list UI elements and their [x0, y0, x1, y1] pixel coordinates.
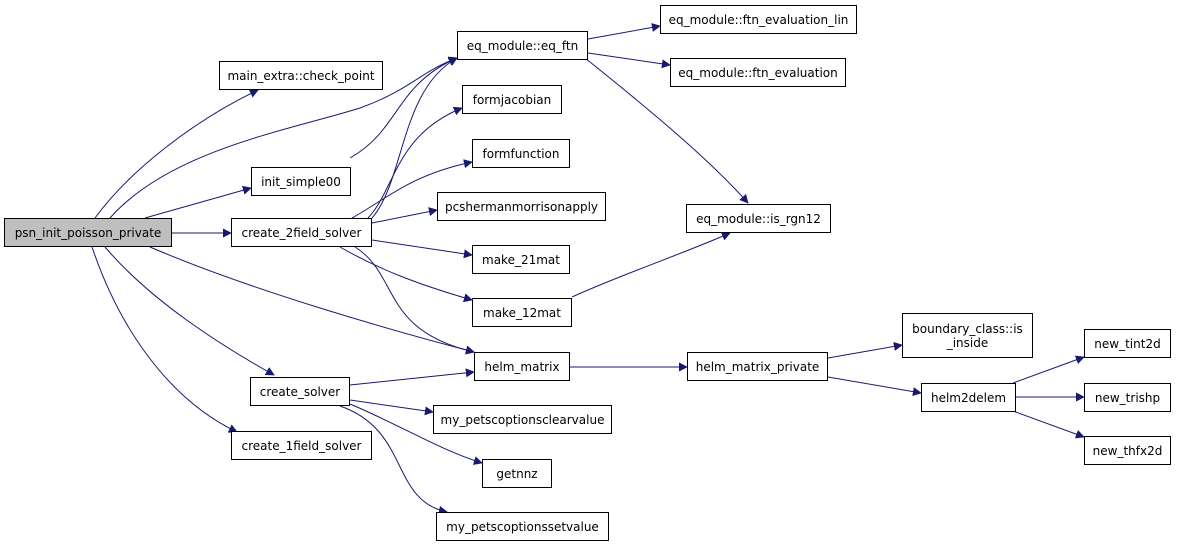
edge-2field-to-make-21mat: [371, 239, 473, 259]
node-pcshermanmorrisonapply[interactable]: pcshermanmorrisonapply: [437, 192, 606, 221]
node-ftn-evaluation[interactable]: eq_module::ftn_evaluation: [670, 58, 846, 87]
node-label: pcshermanmorrisonapply: [444, 199, 599, 214]
edge-helm2delem-to-tint2d: [1012, 355, 1085, 384]
edge-create-solver-to-setvalue: [339, 405, 448, 515]
edge-init-simple00-to-eq-ftn: [349, 57, 458, 159]
edge-eq-ftn-to-ftn-evaluation-lin: [587, 23, 661, 40]
node-my-petscoptionssetvalue[interactable]: my_petscoptionssetvalue: [436, 512, 609, 541]
node-boundary-class-is-inside[interactable]: boundary_class::is _inside: [902, 313, 1033, 358]
node-my-petscoptionsclearvalue[interactable]: my_petscoptionsclearvalue: [433, 405, 612, 434]
node-ftn-evaluation-lin[interactable]: eq_module::ftn_evaluation_lin: [660, 5, 857, 34]
edge-create-solver-to-getnnz: [349, 403, 483, 465]
edge-2field-to-make-12mat: [339, 246, 473, 303]
edge-2field-to-formjacobian: [367, 106, 463, 219]
node-label: make_21mat: [482, 252, 560, 267]
node-label: formjacobian: [472, 92, 552, 107]
edge-create-solver-to-clearvalue: [349, 399, 434, 416]
edge-2field-to-formfunction: [351, 159, 473, 219]
edge-root-to-init-simple00: [144, 185, 252, 219]
node-new-tint2d[interactable]: new_tint2d: [1084, 329, 1171, 358]
node-formfunction[interactable]: formfunction: [472, 139, 570, 168]
node-label: create_1field_solver: [241, 438, 362, 453]
edge-root-to-helm-matrix: [149, 246, 475, 355]
node-formjacobian[interactable]: formjacobian: [462, 85, 562, 114]
node-psn-init-poisson-private: psn_init_poisson_private: [4, 218, 172, 247]
edge-helm2delem-to-thfx2d: [1012, 410, 1085, 439]
edge-private-to-helm2delem: [827, 376, 922, 397]
edge-create-solver-to-helm-matrix: [349, 368, 475, 386]
edge-make-12mat-to-is-rgn12: [571, 232, 731, 298]
node-label: psn_init_poisson_private: [14, 225, 162, 240]
node-label: my_petscoptionssetvalue: [446, 519, 599, 534]
node-label: main_extra::check_point: [227, 68, 375, 83]
node-label: helm_matrix_private: [695, 359, 820, 374]
node-init-simple00[interactable]: init_simple00: [251, 167, 351, 196]
edge-root-to-create-1field: [91, 246, 238, 433]
edge-eq-ftn-to-is-rgn12: [584, 57, 749, 204]
node-label: eq_module::eq_ftn: [466, 38, 579, 53]
node-label: boundary_class::is _inside: [912, 321, 1023, 350]
node-label: init_simple00: [261, 174, 341, 189]
node-helm-matrix[interactable]: helm_matrix: [474, 352, 570, 381]
node-label: helm2delem: [930, 390, 1007, 405]
node-label: eq_module::is_rgn12: [696, 211, 821, 226]
node-label: formfunction: [482, 146, 560, 161]
edge-root-to-eq-ftn: [109, 56, 458, 219]
node-label: create_solver: [259, 384, 341, 399]
node-label: my_petscoptionsclearvalue: [440, 412, 605, 427]
node-label: new_trishp: [1094, 390, 1161, 405]
edge-root-to-check-point: [94, 89, 259, 219]
node-label: eq_module::ftn_evaluation_lin: [668, 12, 849, 27]
node-label: make_12mat: [483, 305, 561, 320]
node-label: create_2field_solver: [241, 225, 362, 240]
edge-2field-to-pcsherman: [371, 207, 438, 224]
node-create-1field-solver[interactable]: create_1field_solver: [231, 431, 372, 460]
node-make-21mat[interactable]: make_21mat: [472, 245, 570, 274]
edge-private-to-boundary: [827, 341, 903, 359]
node-label: new_thfx2d: [1092, 443, 1163, 458]
node-label: new_tint2d: [1094, 336, 1161, 351]
node-helm-matrix-private[interactable]: helm_matrix_private: [687, 352, 828, 381]
node-eq-ftn[interactable]: eq_module::eq_ftn: [457, 31, 588, 60]
node-label: getnnz: [496, 466, 538, 481]
node-create-solver[interactable]: create_solver: [250, 377, 350, 406]
node-create-2field-solver[interactable]: create_2field_solver: [231, 218, 372, 247]
node-new-trishp[interactable]: new_trishp: [1084, 383, 1171, 412]
node-getnnz[interactable]: getnnz: [482, 459, 552, 488]
node-main-extra-check-point[interactable]: main_extra::check_point: [219, 61, 383, 90]
edge-eq-ftn-to-ftn-evaluation: [587, 52, 671, 69]
edge-2field-to-helm-matrix: [354, 246, 475, 355]
node-is-rgn12[interactable]: eq_module::is_rgn12: [686, 204, 831, 233]
node-new-thfx2d[interactable]: new_thfx2d: [1084, 436, 1171, 465]
node-helm2delem[interactable]: helm2delem: [921, 383, 1016, 412]
edge-root-to-create-solver: [104, 246, 275, 376]
node-make-12mat[interactable]: make_12mat: [472, 298, 572, 327]
node-label: eq_module::ftn_evaluation: [678, 65, 838, 80]
edge-2field-to-eq-ftn: [371, 57, 458, 219]
node-label: helm_matrix: [484, 359, 560, 374]
